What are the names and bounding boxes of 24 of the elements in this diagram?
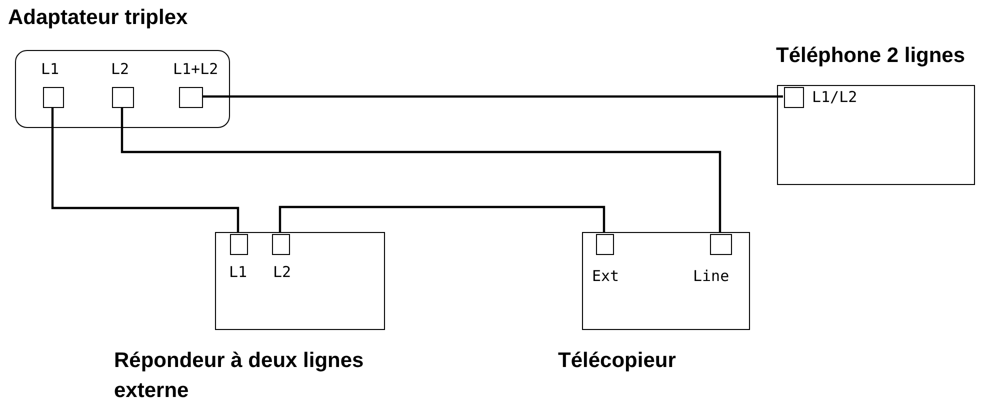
port-label: Line — [693, 267, 730, 285]
port-socket — [784, 87, 804, 108]
port-label: L2 — [273, 263, 292, 281]
cable-line — [51, 107, 240, 233]
port-socket — [112, 87, 134, 108]
port-socket — [179, 87, 203, 108]
cable-line — [202, 95, 783, 98]
port-socket — [43, 87, 64, 108]
cable-line — [120, 107, 722, 233]
port-label: L2 — [111, 60, 130, 78]
port-label: L1 — [41, 60, 60, 78]
port-socket — [230, 234, 248, 255]
port-socket — [272, 234, 290, 255]
port-label: L1/L2 — [812, 88, 858, 106]
cable-line — [278, 206, 606, 233]
port-label: L1 — [229, 263, 248, 281]
port-socket — [710, 234, 732, 255]
port-label: Ext — [592, 267, 620, 285]
device-title: Téléphone 2 lignes — [776, 43, 966, 69]
device-title: Télécopieur — [558, 348, 677, 374]
port-socket — [596, 234, 614, 255]
port-label: L1+L2 — [173, 60, 218, 78]
device-title: Répondeur à deux lignes externe — [114, 348, 365, 404]
device-title: Adaptateur triplex — [8, 5, 189, 31]
